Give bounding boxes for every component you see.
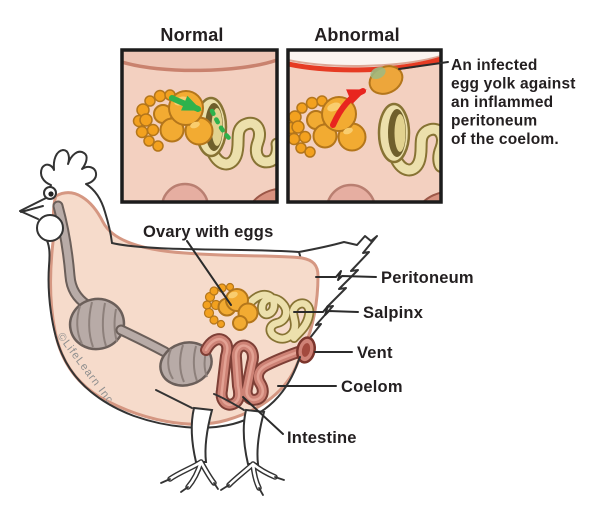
intestine-organ — [200, 333, 307, 411]
inflamed-peritoneum-line — [288, 56, 441, 73]
annotation-line-3: an inflammed — [451, 94, 553, 111]
thigh-lines — [155, 389, 245, 411]
salpinx-label: Salpinx — [363, 304, 424, 322]
normal-panel — [120, 48, 279, 204]
normal-title: Normal — [160, 25, 223, 45]
abnormal-panel-border — [286, 48, 443, 204]
coelom-label: Coelom — [341, 378, 403, 396]
normal-peritoneum-band — [122, 50, 277, 71]
annotation-line-5: of the coelom. — [451, 131, 559, 148]
peritoneum-leader-line — [315, 270, 377, 281]
back-leg — [242, 408, 266, 465]
normal-peritoneum-line — [122, 58, 277, 73]
annotation-line-2: egg yolk against — [451, 76, 576, 93]
normal-panel-border — [120, 48, 279, 204]
proventriculus-tube — [115, 324, 171, 358]
normal-flow-dashes — [209, 108, 235, 144]
abnormal-organ-circle — [326, 183, 376, 202]
annotation-line-1: An infected — [451, 57, 538, 74]
abnormal-ovary — [288, 95, 367, 158]
intestine-leader-line — [242, 396, 284, 435]
salpinx-organ — [245, 290, 315, 344]
vent-organ — [296, 336, 316, 364]
annotation-line-4: peritoneum — [451, 113, 537, 130]
annotation-leader-line — [398, 61, 449, 70]
abnormal-salpinx-funnel — [377, 102, 441, 177]
abnormal-title: Abnormal — [314, 25, 400, 45]
chicken-figure: ©LifeLearn Inc. — [19, 149, 378, 496]
ovary-label: Ovary with eggs — [143, 223, 273, 241]
salpinx-leader-line — [293, 305, 359, 316]
vent-label: Vent — [357, 344, 393, 362]
front-foot — [160, 459, 219, 493]
back-outline — [111, 242, 300, 253]
normal-flow-arrow-icon — [169, 95, 202, 112]
intestine-label: Intestine — [287, 429, 357, 447]
normal-organ-circle — [161, 182, 209, 202]
normal-corner-organ — [247, 187, 277, 202]
abnormal-corner-organ — [416, 191, 441, 202]
gizzard-organ — [159, 341, 213, 387]
back-foot — [220, 461, 285, 496]
beak — [19, 197, 47, 220]
chest-belly-outline — [38, 220, 301, 429]
crop-organ — [68, 297, 126, 351]
abnormal-flow-arrow-icon — [330, 88, 367, 128]
front-leg — [190, 406, 214, 463]
eye-pupil — [48, 191, 54, 197]
peritoneum-label: Peritoneum — [381, 269, 474, 287]
wattle — [36, 214, 64, 242]
annotation-text: An infected egg yolk against an inflamme… — [451, 57, 576, 148]
legs — [160, 406, 285, 496]
abnormal-panel — [286, 48, 443, 204]
ovary-leader-line — [186, 240, 232, 306]
abnormal-membrane-line — [288, 55, 441, 67]
head-comb-outline — [40, 149, 113, 244]
chicken-outline — [19, 149, 301, 429]
infected-egg-yolk — [368, 65, 404, 95]
